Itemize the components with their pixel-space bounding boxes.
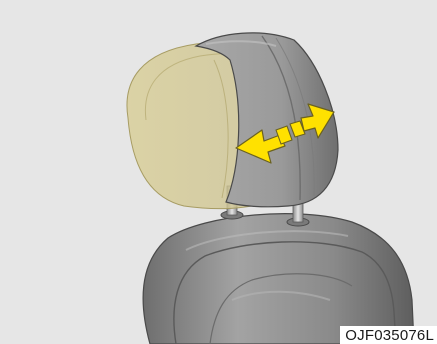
figure-code-label: OJF035076L	[340, 326, 437, 344]
seat-back	[143, 214, 414, 344]
